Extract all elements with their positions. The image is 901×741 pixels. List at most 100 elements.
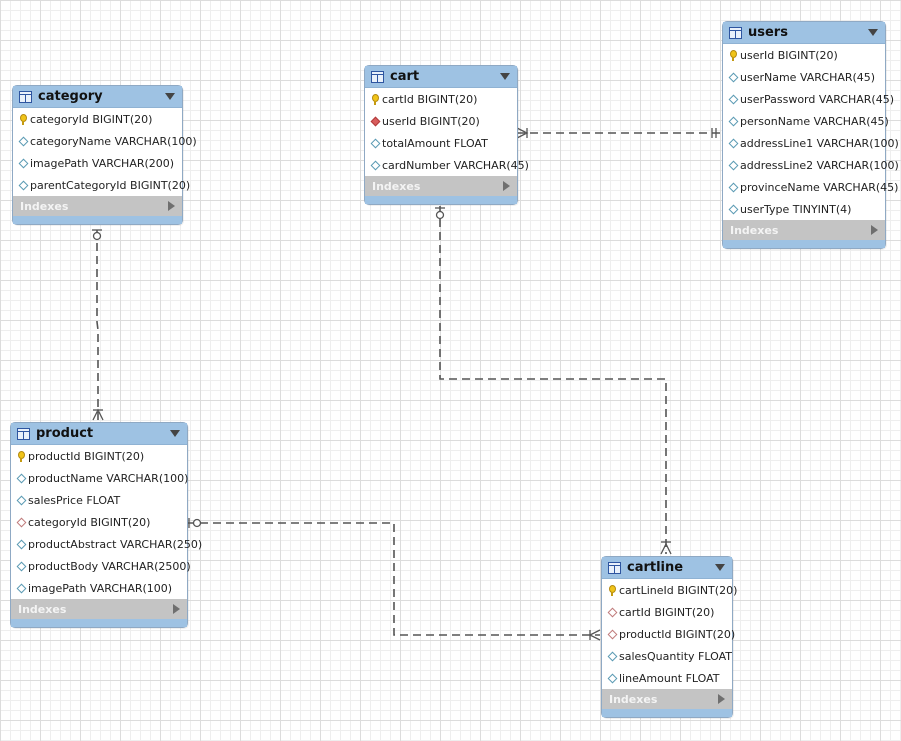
column-row[interactable]: addressLine2 VARCHAR(100) [723,154,899,176]
column-row[interactable]: userPassword VARCHAR(45) [723,88,894,110]
column-diamond-icon [728,94,738,104]
column-row[interactable]: userType TINYINT(4) [723,198,885,220]
column-row[interactable]: userName VARCHAR(45) [723,66,885,88]
table-header[interactable]: cart [365,66,517,88]
column-label: productId BIGINT(20) [28,449,145,463]
column-row[interactable]: cardNumber VARCHAR(45) [365,154,529,176]
column-label: productName VARCHAR(100) [28,471,189,485]
table-bottom-bar [723,240,885,248]
column-label: lineAmount FLOAT [619,671,720,685]
table-name: cartline [627,560,684,575]
column-label: totalAmount FLOAT [382,136,488,150]
expand-arrow-icon[interactable] [871,225,878,235]
indexes-section[interactable]: Indexes [602,689,732,709]
column-row[interactable]: lineAmount FLOAT [602,667,732,689]
column-row[interactable]: addressLine1 VARCHAR(100) [723,132,899,154]
column-row[interactable]: salesQuantity FLOAT [602,645,732,667]
column-label: imagePath VARCHAR(200) [30,156,175,170]
collapse-toggle-icon[interactable] [170,430,180,437]
table-cartline[interactable]: cartline cartLineId BIGINT(20) cartId BI… [601,556,737,718]
column-diamond-icon [728,72,738,82]
collapse-toggle-icon[interactable] [165,93,175,100]
table-header[interactable]: cartline [602,557,732,579]
column-row[interactable]: userId BIGINT(20) [723,44,885,66]
table-cart[interactable]: cart cartId BIGINT(20) userId BIGINT(20)… [364,65,529,205]
collapse-toggle-icon[interactable] [500,73,510,80]
relationship-cart-users [516,127,722,139]
column-row[interactable]: cartId BIGINT(20) [365,88,517,110]
table-header[interactable]: product [11,423,187,445]
table-category[interactable]: category categoryId BIGINT(20) categoryN… [12,85,197,225]
table-icon [19,90,32,103]
column-row[interactable]: productName VARCHAR(100) [11,467,189,489]
column-row[interactable]: categoryId BIGINT(20) [11,511,187,533]
expand-arrow-icon[interactable] [168,201,175,211]
indexes-section[interactable]: Indexes [11,599,187,619]
column-diamond-icon [728,116,738,126]
column-diamond-icon [18,136,28,146]
table-users[interactable]: users userId BIGINT(20) userName VARCHAR… [722,21,899,249]
column-row[interactable]: salesPrice FLOAT [11,489,187,511]
column-diamond-icon [728,182,738,192]
column-row[interactable]: totalAmount FLOAT [365,132,517,154]
column-row[interactable]: personName VARCHAR(45) [723,110,889,132]
column-label: categoryId BIGINT(20) [28,515,151,529]
table-name: users [748,25,788,40]
column-row[interactable]: productBody VARCHAR(2500) [11,555,191,577]
collapse-toggle-icon[interactable] [868,29,878,36]
table-header[interactable]: category [13,86,182,108]
column-diamond-icon [728,204,738,214]
column-label: userId BIGINT(20) [382,114,480,128]
column-label: personName VARCHAR(45) [740,114,889,128]
column-row[interactable]: cartLineId BIGINT(20) [602,579,737,601]
table-name: cart [390,69,420,84]
column-row[interactable]: categoryId BIGINT(20) [13,108,182,130]
column-row[interactable]: parentCategoryId BIGINT(20) [13,174,190,196]
column-row[interactable]: productAbstract VARCHAR(250) [11,533,202,555]
column-label: categoryName VARCHAR(100) [30,134,197,148]
indexes-label: Indexes [609,692,658,706]
relationship-product-cartline [187,518,601,641]
table-product[interactable]: product productId BIGINT(20) productName… [10,422,202,628]
column-row[interactable]: productId BIGINT(20) [602,623,735,645]
column-label: cartId BIGINT(20) [382,92,478,106]
table-bottom-bar [13,216,182,224]
column-diamond-icon [370,138,380,148]
column-row[interactable]: imagePath VARCHAR(200) [13,152,182,174]
column-label: userName VARCHAR(45) [740,70,876,84]
column-diamond-icon [16,583,26,593]
column-row[interactable]: userId BIGINT(20) [365,110,517,132]
column-label: addressLine2 VARCHAR(100) [740,158,899,172]
table-bottom-bar [11,619,187,627]
column-label: userPassword VARCHAR(45) [740,92,895,106]
column-row[interactable]: provinceName VARCHAR(45) [723,176,898,198]
column-row[interactable]: cartId BIGINT(20) [602,601,732,623]
indexes-section[interactable]: Indexes [13,196,182,216]
table-icon [608,561,621,574]
column-row[interactable]: categoryName VARCHAR(100) [13,130,197,152]
table-bottom-bar [602,709,732,717]
column-diamond-icon [607,651,617,661]
table-header[interactable]: users [723,22,885,44]
expand-arrow-icon[interactable] [173,604,180,614]
expand-arrow-icon[interactable] [718,694,725,704]
collapse-toggle-icon[interactable] [715,564,725,571]
column-diamond-icon [16,561,26,571]
indexes-label: Indexes [730,223,779,237]
relationship-cart-cartline [435,206,672,555]
indexes-section[interactable]: Indexes [365,176,517,196]
column-row[interactable]: productId BIGINT(20) [11,445,187,467]
primary-key-icon [608,584,616,596]
table-bottom-bar [365,196,517,204]
column-label: userType TINYINT(4) [740,202,852,216]
column-row[interactable]: imagePath VARCHAR(100) [11,577,187,599]
indexes-section[interactable]: Indexes [723,220,885,240]
primary-key-icon [729,49,737,61]
column-label: userId BIGINT(20) [740,48,838,62]
column-diamond-icon [728,160,738,170]
column-label: parentCategoryId BIGINT(20) [30,178,191,192]
column-label: cardNumber VARCHAR(45) [382,158,529,172]
column-label: cartLineId BIGINT(20) [619,583,738,597]
expand-arrow-icon[interactable] [503,181,510,191]
